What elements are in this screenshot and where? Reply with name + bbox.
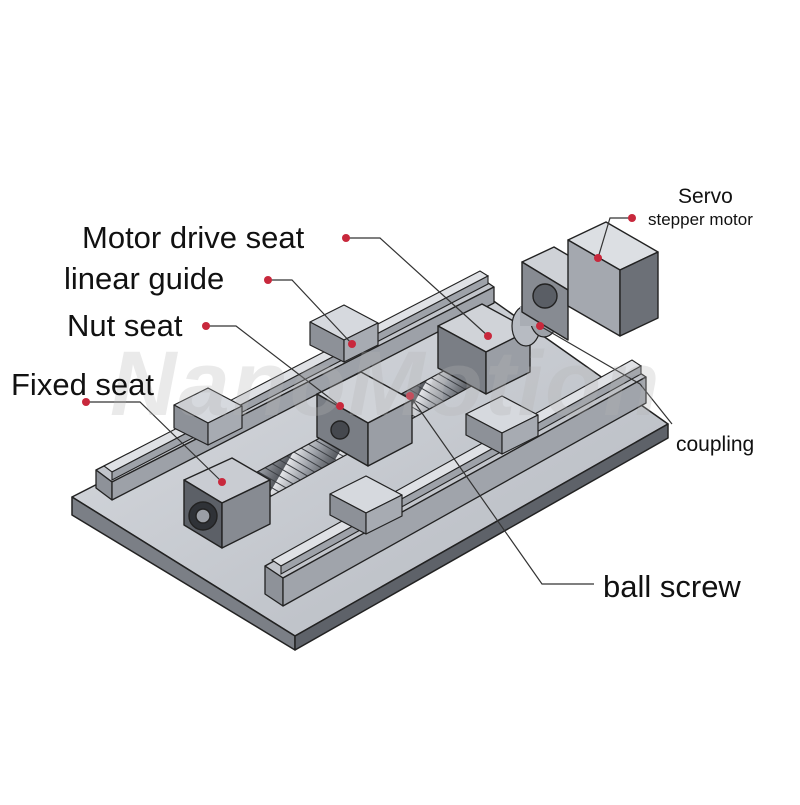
label-linear-guide: linear guide xyxy=(64,261,225,296)
marker-fixed-seat-target xyxy=(218,478,226,486)
label-ball-screw: ball screw xyxy=(603,569,741,604)
label-coupling: coupling xyxy=(676,433,755,456)
stepper-motor-body xyxy=(567,221,659,337)
marker-motor-drive-seat-target xyxy=(484,332,492,340)
marker-nut-seat-target xyxy=(336,402,344,410)
leader-servo-motor xyxy=(597,217,632,259)
marker-servo-motor xyxy=(628,214,636,222)
label-servo: Servo xyxy=(678,185,733,208)
rear-carriage-left xyxy=(173,387,243,446)
marker-nut-seat xyxy=(202,322,210,330)
marker-servo-motor-target xyxy=(594,254,602,262)
leader-ball-screw xyxy=(409,395,594,585)
marker-linear-guide-target xyxy=(348,340,356,348)
label-nut-seat: Nut seat xyxy=(67,308,183,343)
motor-drive-seat-block xyxy=(437,303,531,395)
leader-linear-guide xyxy=(268,279,353,345)
fixed-seat-block xyxy=(183,457,271,549)
label-stepper-motor: stepper motor xyxy=(648,210,753,229)
marker-ball-screw-target xyxy=(406,392,414,400)
marker-dots xyxy=(82,214,636,486)
nut-seat-block xyxy=(316,371,413,467)
label-fixed-seat: Fixed seat xyxy=(11,367,155,402)
marker-coupling-target xyxy=(536,322,544,330)
label-motor-drive-seat: Motor drive seat xyxy=(82,220,305,255)
watermark: NanoMotion xyxy=(110,333,662,435)
marker-motor-drive-seat xyxy=(342,234,350,242)
marker-fixed-seat xyxy=(82,398,90,406)
leader-coupling xyxy=(539,325,673,425)
leader-nut-seat xyxy=(206,325,341,407)
marker-linear-guide xyxy=(264,276,272,284)
rear-carriage-right xyxy=(309,304,379,363)
front-carriage-right xyxy=(465,395,539,455)
leader-lines xyxy=(86,217,673,585)
leader-fixed-seat xyxy=(86,401,223,483)
front-carriage-left xyxy=(329,475,403,535)
leader-motor-drive-seat xyxy=(346,237,489,337)
